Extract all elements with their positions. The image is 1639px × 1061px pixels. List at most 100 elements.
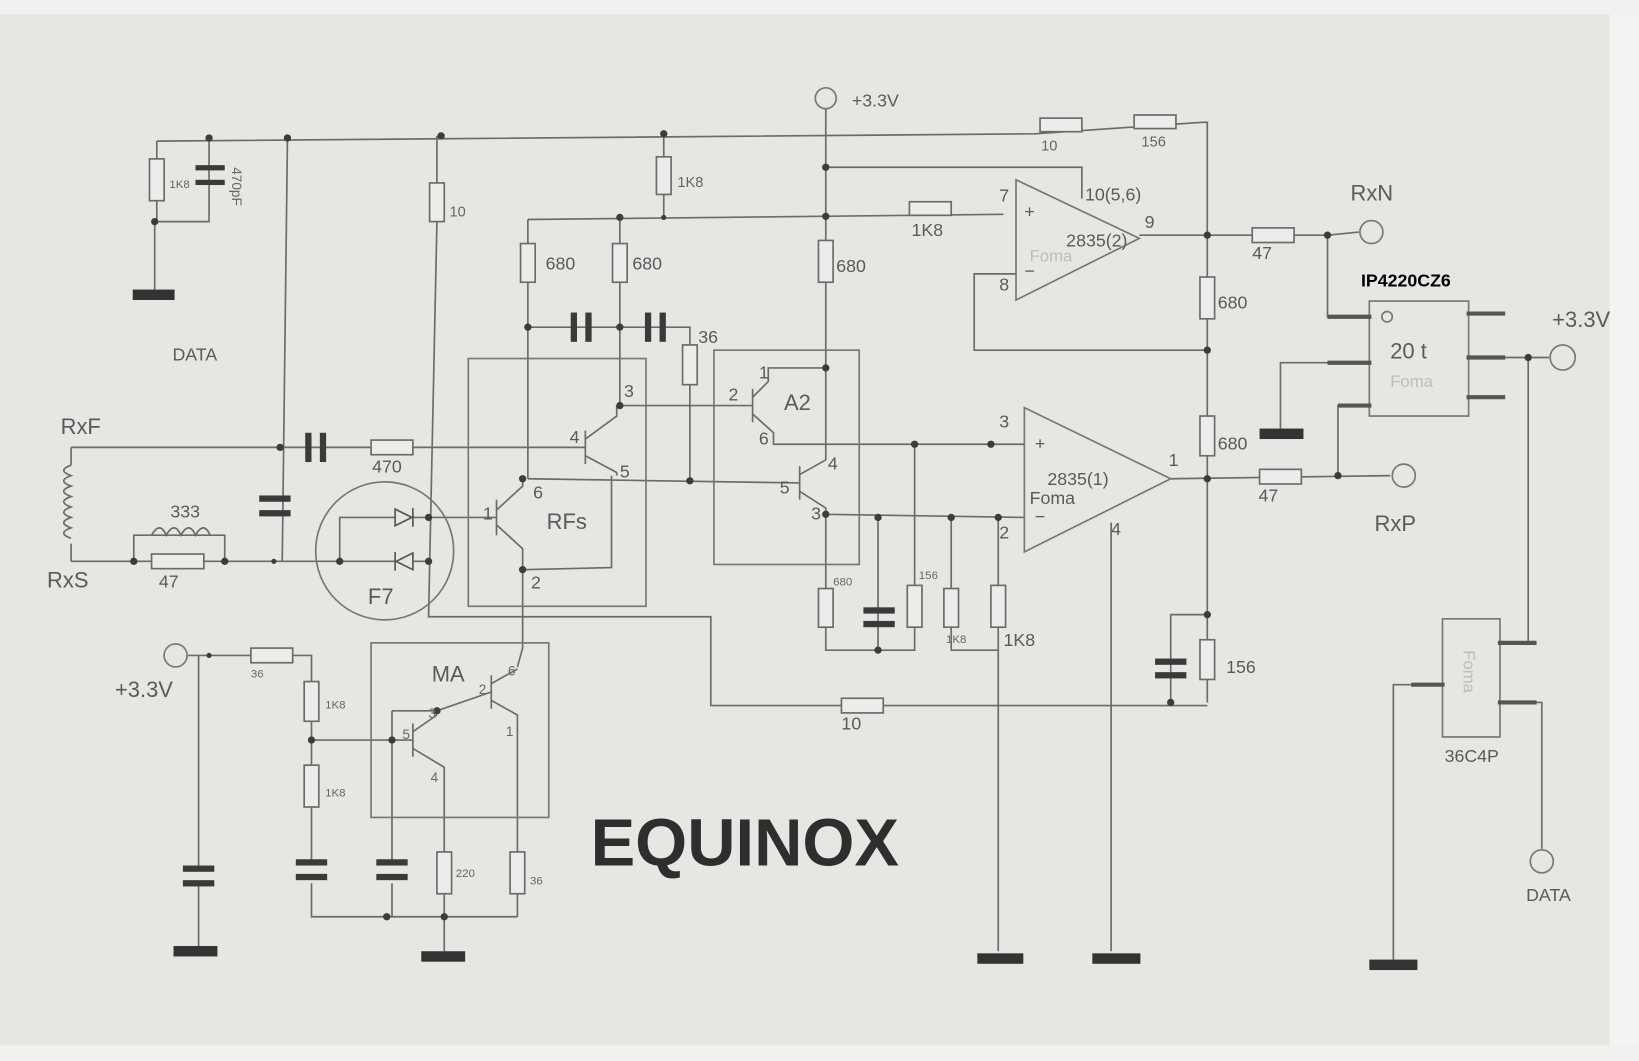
svg-text:3: 3 xyxy=(624,381,634,401)
r-680-r1-value: 680 xyxy=(1218,292,1248,312)
svg-text:6: 6 xyxy=(508,663,516,678)
r-top156-value: 156 xyxy=(1141,134,1165,150)
r-680-r2-value: 680 xyxy=(1218,433,1248,453)
opamp2-plus: + xyxy=(1024,201,1034,221)
f7-label: F7 xyxy=(368,584,394,609)
svg-text:6: 6 xyxy=(533,483,543,503)
port-rxn-label: RxN xyxy=(1351,181,1394,206)
chip-pins xyxy=(1327,311,1537,705)
capacitors xyxy=(182,165,1187,887)
svg-text:6: 6 xyxy=(759,428,769,448)
inductor-333-icon xyxy=(150,527,211,538)
opamp2-pin-minus: 8 xyxy=(999,275,1009,295)
junction-dots xyxy=(130,130,1532,921)
l-333-value: 333 xyxy=(170,501,200,521)
a2-block xyxy=(713,349,861,566)
svg-text:4: 4 xyxy=(570,427,580,447)
ma-block xyxy=(370,642,550,819)
svg-text:1: 1 xyxy=(506,724,514,739)
opamp1-pin-gnd: 4 xyxy=(1111,519,1121,539)
terminal-icons[interactable] xyxy=(163,86,1577,874)
data-left-label: DATA xyxy=(172,345,217,365)
opamp2-pin-supply: 10(5,6) xyxy=(1085,185,1141,205)
chip1-brand: Foma xyxy=(1390,372,1433,391)
pin1-marker-icon xyxy=(1381,310,1394,323)
svg-text:2: 2 xyxy=(531,573,541,593)
ma-block-label: MA xyxy=(432,662,465,687)
r-1k8-u2-value: 1K8 xyxy=(911,220,943,240)
r-680c-value: 680 xyxy=(836,256,866,276)
r-680b-value: 680 xyxy=(632,254,662,274)
36c4p-chip xyxy=(1441,617,1501,738)
opamp1-pin-plus: 3 xyxy=(999,412,1009,432)
r-680a-value: 680 xyxy=(546,254,576,274)
svg-text:3: 3 xyxy=(429,706,437,721)
supply-top-label: +3.3V xyxy=(852,91,899,111)
f7-circle xyxy=(314,481,455,621)
c-data-value: 470pF xyxy=(229,167,244,206)
r-47p-value: 47 xyxy=(1259,486,1279,506)
r-1k8-ma2-value: 1K8 xyxy=(325,788,345,800)
opamp2-name: 2835(2) xyxy=(1066,231,1127,251)
opamp1-minus: − xyxy=(1035,507,1045,527)
opamp2-pin-out: 9 xyxy=(1145,212,1155,232)
port-rxf-label: RxF xyxy=(61,414,101,439)
r-1k8-low2-value: 1K8 xyxy=(1003,630,1035,650)
r-10v-value: 10 xyxy=(449,204,465,220)
supply-right-label: +3.3V xyxy=(1552,307,1610,332)
svg-text:3: 3 xyxy=(811,504,821,524)
r-47n-value: 47 xyxy=(1252,243,1272,263)
r-1k8-ma1-value: 1K8 xyxy=(325,700,345,712)
opamp1-pin-out: 1 xyxy=(1169,450,1179,470)
svg-text:4: 4 xyxy=(431,770,439,785)
svg-text:2: 2 xyxy=(729,384,739,404)
r-36-value: 36 xyxy=(698,327,718,347)
r-156-r-value: 156 xyxy=(1226,657,1256,677)
resistors xyxy=(148,114,1303,895)
schematic-title: EQUINOX xyxy=(591,806,900,881)
opamp2-minus: − xyxy=(1024,261,1034,281)
opamp-2835-1 xyxy=(1023,406,1173,554)
chip2-brand: Foma xyxy=(1459,650,1478,693)
component-values: 1K8 470pF 10 156 10 1K8 680 680 680 36 4… xyxy=(159,134,1278,887)
svg-text:5: 5 xyxy=(780,477,790,497)
transistor-pin-numbers: 4 3 5 1 6 2 2 1 6 5 4 3 5 3 4 2 6 1 xyxy=(402,362,837,784)
r-36-ma-value: 36 xyxy=(251,668,264,680)
r-10-bottom-value: 10 xyxy=(841,714,861,734)
r-1k8-low1-value: 1K8 xyxy=(946,634,966,646)
rfs-block xyxy=(467,357,647,608)
data-right-label: DATA xyxy=(1526,885,1571,905)
ground-icons xyxy=(132,289,1418,971)
rfs-block-label: RFs xyxy=(547,509,587,534)
chip-part-label: IP4220CZ6 xyxy=(1361,270,1451,290)
opamp1-pin-minus: 2 xyxy=(999,522,1009,542)
chip1-label: 20 t xyxy=(1390,339,1427,364)
r-47s-value: 47 xyxy=(159,571,179,591)
svg-text:4: 4 xyxy=(828,453,838,473)
rx-coil-icon xyxy=(62,464,74,540)
diode-icons xyxy=(394,507,414,572)
r-data-value: 1K8 xyxy=(169,179,189,191)
r-470-value: 470 xyxy=(372,456,402,476)
svg-text:5: 5 xyxy=(402,727,410,742)
svg-text:1: 1 xyxy=(483,504,493,524)
svg-text:1: 1 xyxy=(759,362,769,382)
r-220-value: 220 xyxy=(456,868,475,880)
opamp1-name: 2835(1) xyxy=(1047,469,1108,489)
opamp1-plus: + xyxy=(1035,433,1045,453)
opamp2-pin-plus: 7 xyxy=(999,186,1009,206)
r-156-low-value: 156 xyxy=(919,570,938,582)
opamp1-brand: Foma xyxy=(1030,488,1076,508)
r-36-ma2-value: 36 xyxy=(530,875,543,887)
supply-bottom-label: +3.3V xyxy=(115,677,173,702)
a2-block-label: A2 xyxy=(784,390,811,415)
svg-text:5: 5 xyxy=(620,462,630,482)
port-rxp-label: RxP xyxy=(1375,511,1416,536)
svg-text:2: 2 xyxy=(479,682,487,697)
r-top10-value: 10 xyxy=(1041,139,1057,155)
opamp-2835-2 xyxy=(1015,178,1142,302)
r-1k8-top-value: 1K8 xyxy=(677,175,703,191)
opamp2-brand: Foma xyxy=(1030,246,1073,265)
